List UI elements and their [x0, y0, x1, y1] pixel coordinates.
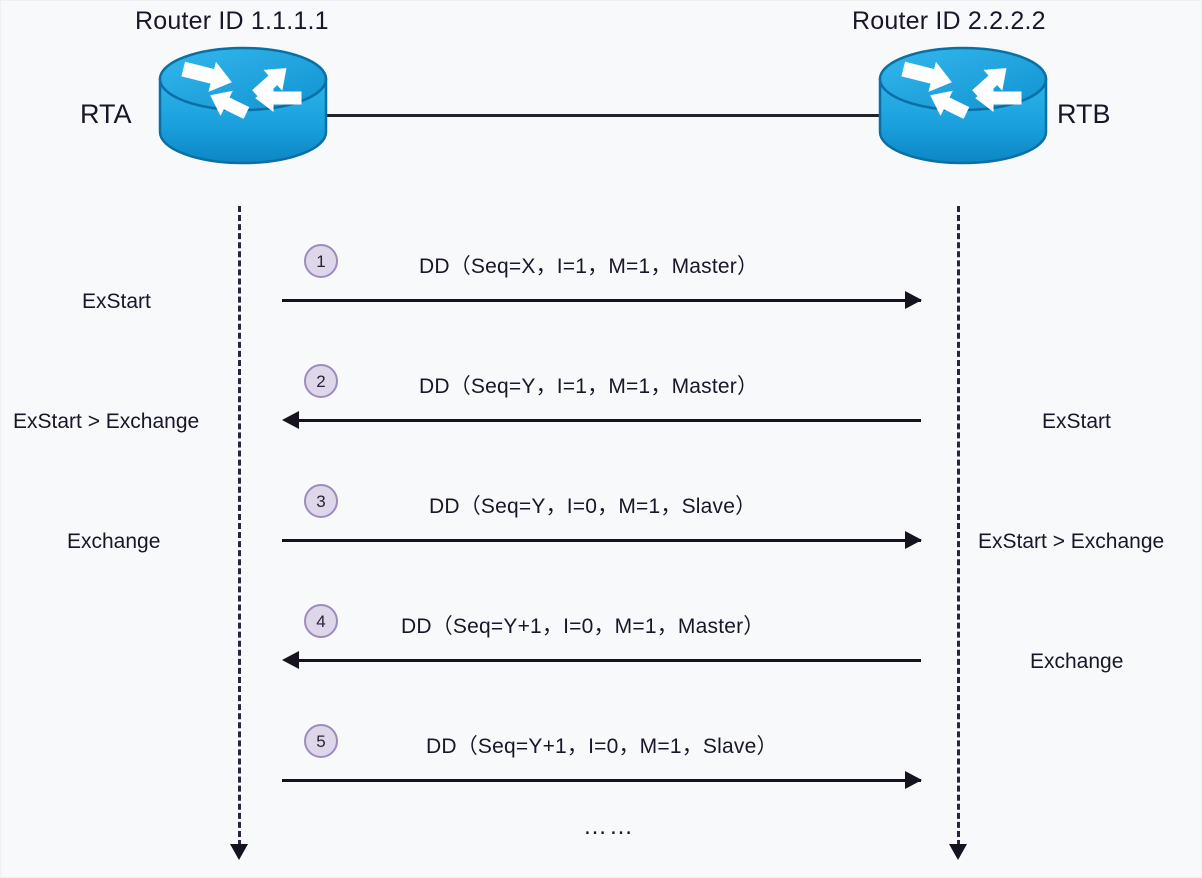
- message-label-3: DD（Seq=Y，I=0，M=1，Slave）: [429, 495, 757, 518]
- state-label-left-1: ExStart: [82, 290, 151, 313]
- message-arrow-right-5: [905, 771, 922, 789]
- message-label-4: DD（Seq=Y+1，I=0，M=1，Master）: [401, 615, 765, 638]
- message-line-4: [299, 659, 921, 662]
- message-badge-5-number: 5: [316, 731, 326, 751]
- message-arrow-left-4: [282, 651, 299, 669]
- message-label-5: DD（Seq=Y+1，I=0，M=1，Slave）: [426, 735, 778, 758]
- message-badge-4[interactable]: 4: [304, 604, 338, 638]
- lifeline-arrow-right: [949, 844, 967, 860]
- state-label-right-2: ExStart > Exchange: [978, 530, 1165, 553]
- continuation-ellipsis: ……: [583, 813, 635, 840]
- router-name-rta: RTA: [80, 99, 132, 129]
- message-badge-2[interactable]: 2: [304, 364, 338, 398]
- message-badge-1[interactable]: 1: [304, 244, 338, 278]
- lifeline-right: [957, 206, 960, 846]
- lifeline-arrow-left: [230, 844, 248, 860]
- message-badge-4-number: 4: [316, 611, 326, 631]
- state-label-right-1: ExStart: [1042, 410, 1111, 433]
- message-line-5: [282, 779, 921, 782]
- cisco-router-icon-left: [156, 46, 331, 176]
- message-arrow-right-1: [905, 291, 922, 309]
- message-line-1: [282, 299, 921, 302]
- router-id-label-right: Router ID 2.2.2.2: [852, 7, 1046, 35]
- message-badge-1-number: 1: [316, 251, 326, 271]
- message-label-1: DD（Seq=X，I=1，M=1，Master）: [419, 255, 759, 278]
- message-arrow-left-2: [282, 411, 299, 429]
- message-badge-3[interactable]: 3: [304, 484, 338, 518]
- router-id-label-left: Router ID 1.1.1.1: [135, 7, 329, 35]
- message-line-3: [282, 539, 921, 542]
- router-name-rtb: RTB: [1057, 99, 1111, 129]
- lifeline-left: [238, 206, 241, 846]
- message-arrow-right-3: [905, 531, 922, 549]
- message-badge-3-number: 3: [316, 491, 326, 511]
- message-label-2: DD（Seq=Y，I=1，M=1，Master）: [419, 375, 759, 398]
- message-line-2: [299, 419, 921, 422]
- cisco-router-icon-right: [876, 46, 1051, 176]
- state-label-right-3: Exchange: [1030, 650, 1124, 673]
- message-badge-5[interactable]: 5: [304, 724, 338, 758]
- router-link-line: [313, 114, 893, 117]
- state-label-left-2: ExStart > Exchange: [13, 410, 200, 433]
- message-badge-2-number: 2: [316, 371, 326, 391]
- state-label-left-3: Exchange: [67, 530, 161, 553]
